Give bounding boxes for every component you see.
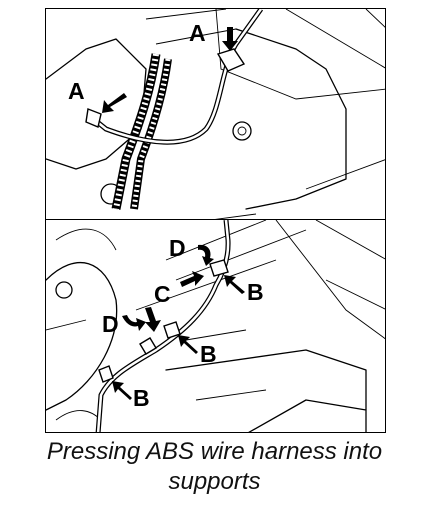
frame-member: [145, 9, 385, 100]
arrow-d-2: [122, 315, 146, 331]
floor-panel: [165, 349, 367, 432]
arrow-a-left: [102, 93, 127, 113]
panel-rib: [185, 220, 385, 401]
arrow-c: [180, 271, 204, 287]
support-clip-4: [98, 365, 114, 383]
bottom-panel: B B B C D D: [45, 219, 386, 433]
harness-clip-top: [216, 48, 246, 72]
arrow-b-2: [178, 335, 198, 354]
top-panel: A A: [45, 8, 386, 221]
callout-a-left: A: [68, 78, 85, 104]
support-clip-3: [139, 337, 157, 355]
callout-d-1: D: [169, 235, 186, 261]
hub-bolt: [55, 281, 73, 299]
bottom-panel-drawing: B B B C D D: [46, 220, 385, 432]
callout-b-3: B: [133, 385, 150, 411]
arrow-d-1: [198, 244, 214, 266]
arrow-d-3: [145, 307, 161, 332]
panel-edge: [207, 9, 385, 220]
caption-line-2: supports: [168, 468, 261, 495]
wheel-arch: [46, 262, 118, 411]
caption-line-1: Pressing ABS wire harness into: [46, 438, 383, 465]
top-panel-drawing: A A: [46, 9, 385, 220]
arrow-b-1: [224, 275, 245, 294]
arrow-b-3: [112, 381, 132, 400]
arrow-a-top: [222, 27, 238, 51]
harness-clip-left: [85, 108, 102, 128]
callout-b-1: B: [247, 279, 264, 305]
frame-rail: [135, 220, 385, 340]
figure-caption: Pressing ABS wire harness into supports: [0, 437, 429, 497]
callout-b-2: B: [200, 341, 217, 367]
support-clip-1: [209, 259, 229, 277]
callout-c: C: [154, 281, 171, 307]
support-clip-2: [163, 321, 181, 339]
callout-d-2: D: [102, 311, 119, 337]
callout-a-top: A: [189, 20, 206, 46]
bracket-plate: [235, 28, 347, 210]
mounting-bolt: [232, 121, 252, 141]
